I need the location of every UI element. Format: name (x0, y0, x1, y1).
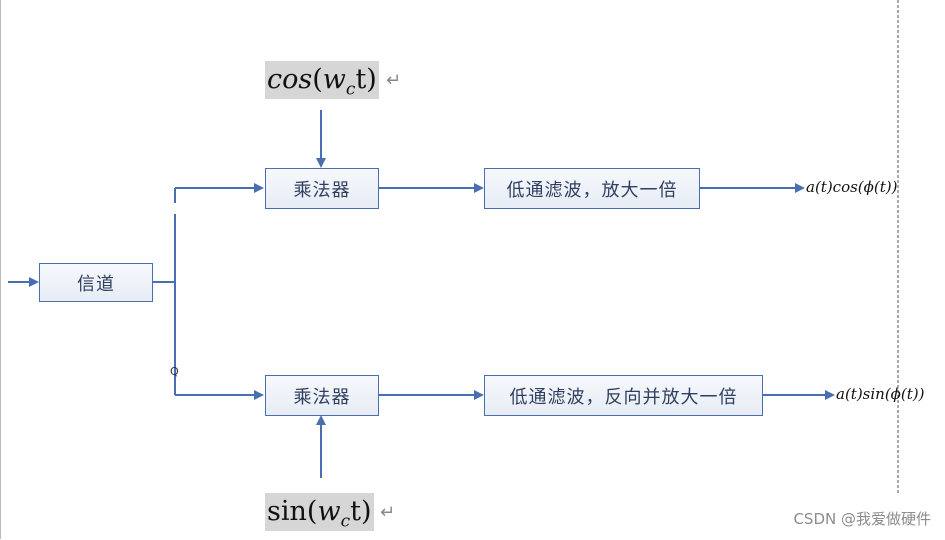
bottom-output-label: a(t)sin(ϕ(t)) (836, 385, 925, 403)
top-lpf-block: 低通滤波，放大一倍 (484, 168, 700, 209)
top-multiplier-label: 乘法器 (293, 179, 351, 201)
carrier-sub: c (340, 511, 351, 532)
carrier-fn: sin (267, 496, 307, 527)
bottom-lpf-label: 低通滤波，反向并放大一倍 (509, 386, 738, 408)
channel-label: 信道 (77, 273, 115, 295)
channel-block: 信道 (39, 263, 153, 302)
bottom-lpf-block: 低通滤波，反向并放大一倍 (484, 375, 763, 416)
carrier-fn: cos (267, 64, 313, 95)
top-lpf-label: 低通滤波，放大一倍 (506, 179, 678, 201)
return-mark-icon: ↵ (380, 502, 396, 523)
carrier-t: t (350, 496, 361, 527)
watermark: CSDN @我爱做硬件 (793, 510, 931, 528)
carrier-omega: w (322, 64, 346, 95)
bottom-multiplier-label: 乘法器 (293, 386, 351, 408)
carrier-t: t (355, 64, 367, 95)
bottom-multiplier-block: 乘法器 (265, 375, 379, 416)
cos-carrier-label: cos(wct) (265, 61, 379, 99)
branch-q-label: Q (170, 365, 179, 378)
carrier-sub: c (345, 79, 356, 100)
top-multiplier-block: 乘法器 (265, 168, 379, 209)
top-output-label: a(t)cos(ϕ(t)) (806, 178, 898, 196)
carrier-omega: w (317, 496, 341, 527)
sin-carrier-label: sin(wct) (265, 493, 374, 531)
return-mark-icon: ↵ (386, 70, 402, 91)
